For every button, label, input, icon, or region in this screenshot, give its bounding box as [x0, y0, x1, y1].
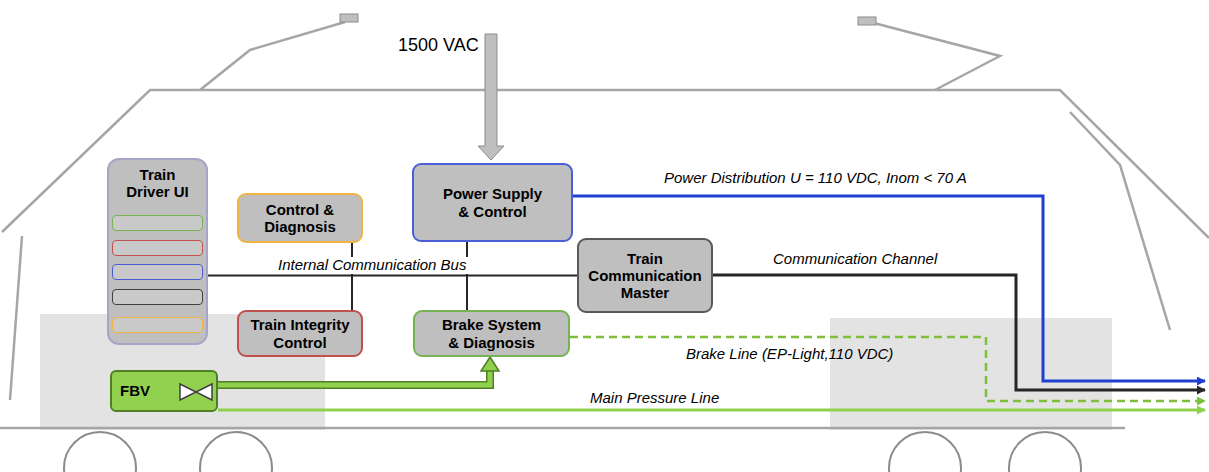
node-label: Train Driver UI [117, 166, 199, 201]
connector [352, 243, 353, 310]
node-label: Brake System & Diagnosis [436, 316, 548, 351]
indicator-bar [112, 215, 203, 231]
line-label: Main Pressure Line [590, 390, 719, 407]
supply-voltage: 1500 VAC [398, 36, 479, 56]
indicator-bar [112, 317, 203, 333]
brake-box: Brake System & Diagnosis [413, 310, 570, 357]
power-line [573, 196, 1205, 381]
pantograph-head [858, 17, 876, 25]
line-label: Power Distribution U = 110 VDC, Inom < 7… [664, 170, 967, 187]
node-label: Power Supply & Control [437, 185, 549, 220]
wheels [64, 432, 1081, 472]
line-label: Brake Line (EP-Light,110 VDC) [686, 346, 893, 363]
communication-box: Train Communication Master [577, 238, 713, 313]
connector [467, 242, 468, 310]
pantograph [200, 22, 1000, 90]
connector [208, 275, 577, 276]
fbv-box: FBV [110, 370, 218, 412]
main-pressure-line [218, 409, 1205, 412]
node-label: Train Integrity Control [240, 316, 360, 351]
connector [218, 357, 499, 385]
line-label: Communication Channel [773, 251, 937, 268]
body-outline [10, 236, 22, 400]
feed-arrow [478, 34, 504, 160]
node-label: Control & Diagnosis [245, 201, 355, 236]
indicator-bar [112, 264, 203, 280]
driver-ui-panel: Train Driver UI [107, 158, 208, 345]
integrity-box: Train Integrity Control [237, 310, 363, 357]
communication-line [713, 275, 1205, 390]
power-supply-box: Power Supply & Control [412, 163, 573, 242]
pantograph-head [340, 14, 358, 22]
control-box: Control & Diagnosis [237, 193, 363, 243]
node-label: Train Communication Master [581, 250, 709, 302]
frame-line [0, 427, 1125, 430]
body-outline [1070, 112, 1170, 330]
node-label: FBV [120, 382, 150, 399]
indicator-bar [112, 289, 203, 305]
indicator-bar [112, 240, 203, 256]
valve-symbol [176, 378, 216, 404]
bogie-area [830, 318, 1112, 430]
bus-label: Internal Communication Bus [276, 257, 468, 274]
